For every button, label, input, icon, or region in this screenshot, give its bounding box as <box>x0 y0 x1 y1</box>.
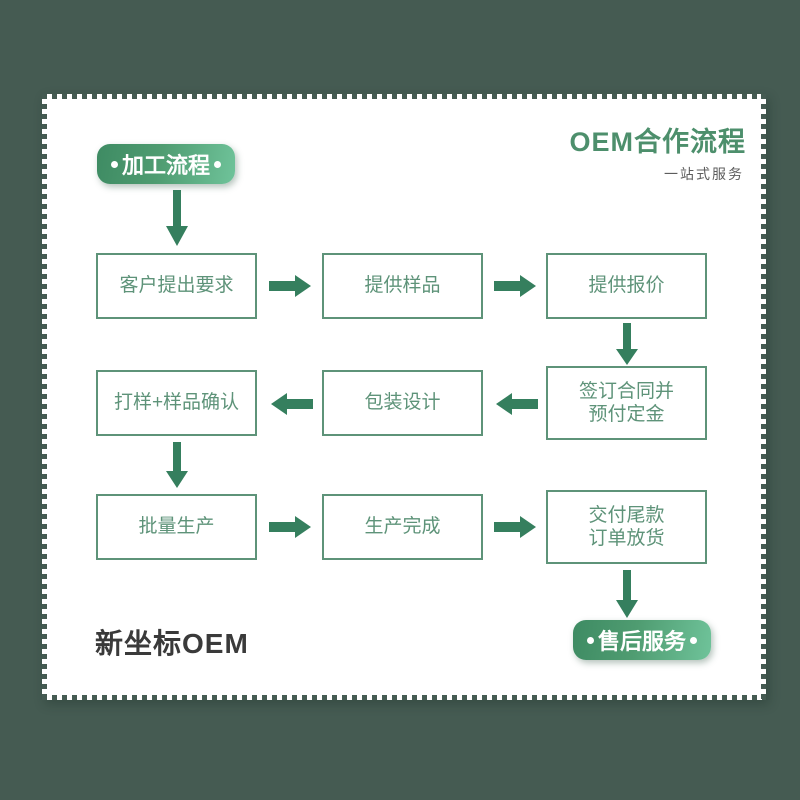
bullet-dot-icon <box>214 160 222 168</box>
arrow-down-icon <box>163 190 191 246</box>
arrow-right-icon <box>269 272 311 300</box>
flow-step-proofing-sample-confirm[interactable]: 打样+样品确认 <box>96 370 257 436</box>
page-subtitle: 一站式服务 <box>664 166 744 182</box>
after-sales-pill-label: 售后服务 <box>598 629 687 654</box>
page-title: OEM合作流程 <box>569 127 746 157</box>
arrow-right-icon <box>494 272 536 300</box>
bullet-dot-icon <box>587 636 594 644</box>
flow-step-sign-contract-deposit[interactable]: 签订合同并 预付定金 <box>546 366 707 440</box>
brand-name: 新坐标OEM <box>95 628 249 659</box>
arrow-left-icon <box>269 390 313 418</box>
arrow-right-icon <box>269 513 311 541</box>
after-sales-pill[interactable]: 售后服务 <box>573 620 712 660</box>
flow-step-customer-request[interactable]: 客户提出要求 <box>96 253 257 319</box>
start-pill[interactable]: 加工流程 <box>97 144 236 184</box>
flow-step-final-payment-release[interactable]: 交付尾款 订单放货 <box>546 490 707 564</box>
flow-card: OEM合作流程 一站式服务 加工流程 售后服务 客户提出要求 提供样品 提供报价… <box>42 94 766 700</box>
flow-step-packaging-design[interactable]: 包装设计 <box>322 370 483 436</box>
arrow-down-icon <box>613 323 641 365</box>
card-perforated-edge-top <box>42 94 766 99</box>
bullet-dot-icon <box>111 160 118 168</box>
arrow-left-icon <box>494 390 538 418</box>
flow-step-provide-sample[interactable]: 提供样品 <box>322 253 483 319</box>
arrow-down-icon <box>613 570 641 618</box>
card-perforated-edge-bottom <box>42 695 766 700</box>
flow-step-production-complete[interactable]: 生产完成 <box>322 494 483 560</box>
card-perforated-edge-left <box>42 94 47 700</box>
flow-step-mass-production[interactable]: 批量生产 <box>96 494 257 560</box>
arrow-right-icon <box>494 513 536 541</box>
arrow-down-icon <box>163 442 191 488</box>
card-perforated-edge-right <box>761 94 766 700</box>
start-pill-label: 加工流程 <box>122 153 211 178</box>
bullet-dot-icon <box>690 636 698 644</box>
flow-step-provide-quotation[interactable]: 提供报价 <box>546 253 707 319</box>
